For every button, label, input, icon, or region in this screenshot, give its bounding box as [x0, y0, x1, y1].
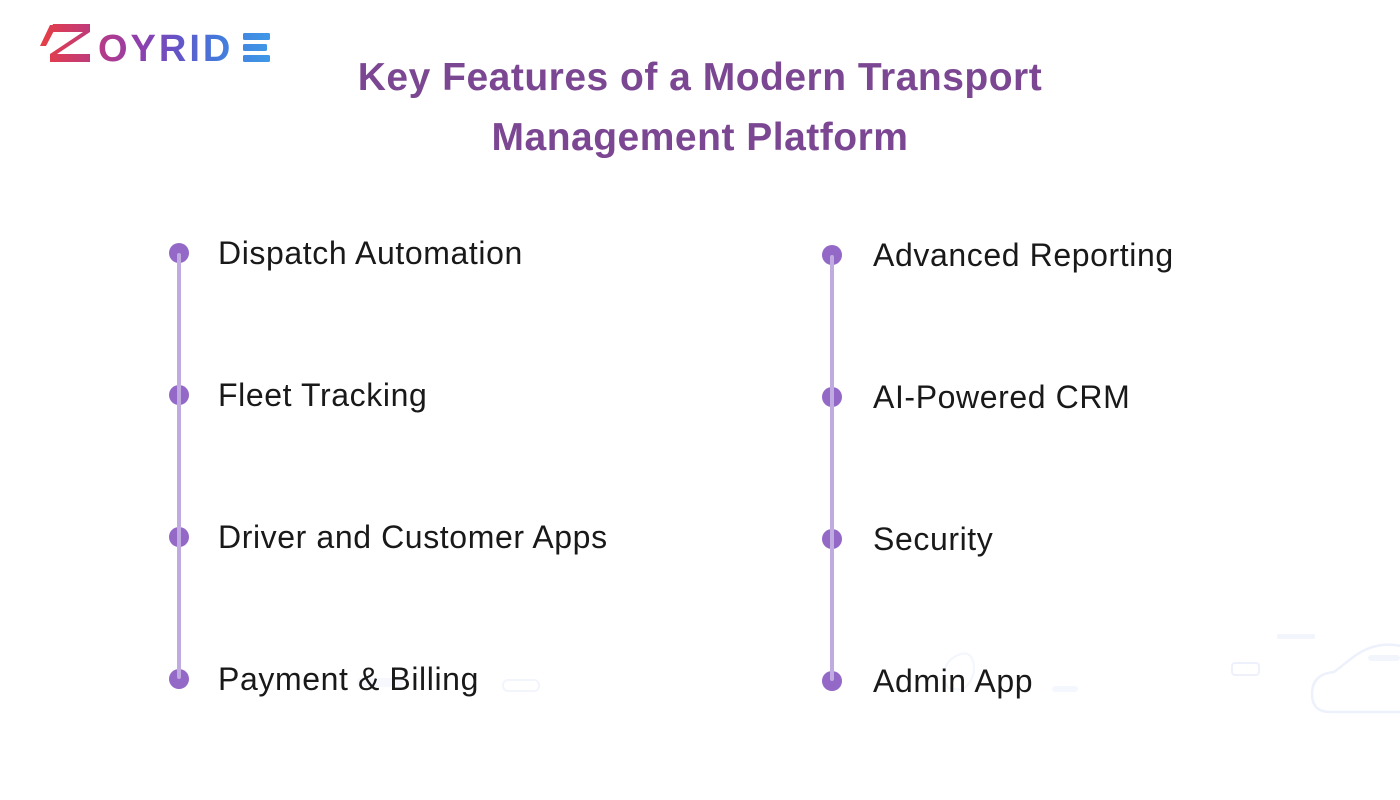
- bullet-dot: [169, 669, 189, 689]
- feature-label: Security: [873, 521, 994, 557]
- feature-label: Dispatch Automation: [218, 235, 523, 271]
- feature-label: AI-Powered CRM: [873, 379, 1131, 415]
- feature-item-fleet-tracking: Fleet Tracking: [169, 374, 427, 416]
- feature-label: Admin App: [873, 663, 1034, 699]
- feature-label: Advanced Reporting: [873, 237, 1174, 273]
- feature-label: Driver and Customer Apps: [218, 519, 608, 555]
- feature-item-ai-powered-crm: AI-Powered CRM: [822, 376, 1130, 418]
- timeline-line-left: [177, 253, 181, 679]
- feature-item-advanced-reporting: Advanced Reporting: [822, 234, 1174, 276]
- page-title-line2: Management Platform: [491, 116, 909, 159]
- timeline-line-right: [830, 255, 834, 681]
- bullet-dot: [822, 671, 842, 691]
- page-title: Key Features of a Modern Transport Manag…: [0, 48, 1400, 168]
- zoyride-logo: OYRID: [40, 24, 270, 70]
- feature-item-payment-billing: Payment & Billing: [169, 658, 479, 700]
- feature-item-admin-app: Admin App: [822, 660, 1033, 702]
- logo-z-mark: [40, 24, 90, 62]
- page-title-line1: Key Features of a Modern Transport: [357, 56, 1043, 99]
- feature-item-dispatch-automation: Dispatch Automation: [169, 232, 523, 274]
- feature-label: Fleet Tracking: [218, 377, 428, 413]
- feature-label: Payment & Billing: [218, 661, 479, 697]
- logo-letters: OYRID: [98, 28, 233, 70]
- feature-item-security: Security: [822, 518, 993, 560]
- feature-item-driver-customer-apps: Driver and Customer Apps: [169, 516, 608, 558]
- logo-letter-e: [243, 33, 270, 62]
